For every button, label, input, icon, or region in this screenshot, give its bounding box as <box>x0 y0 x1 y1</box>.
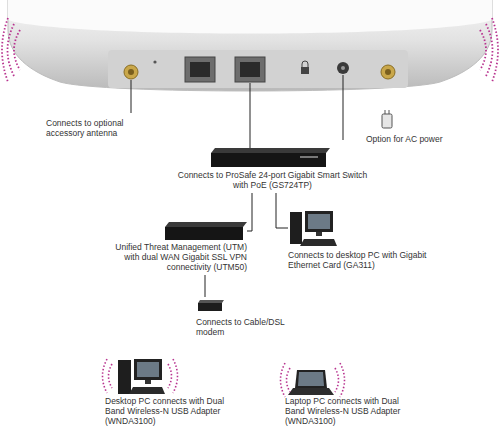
wifi-wave <box>103 359 108 393</box>
laptop-node: Laptop PC connects with Dual Band Wirele… <box>285 350 410 429</box>
switch-device <box>300 156 318 158</box>
wifi-waves <box>2 18 498 82</box>
wifi-wave <box>8 24 15 76</box>
pc-monitor <box>305 211 333 232</box>
ethernet-port <box>240 62 260 77</box>
cable-line <box>247 193 252 231</box>
pc-stand <box>316 232 322 236</box>
device-caption: Connects to ProSafe 24-port Gigabit Smar… <box>175 170 370 190</box>
modem-device <box>198 300 224 303</box>
utm-device <box>165 222 247 227</box>
desktop-pc-node: Connects to desktop PC with Gigabit Ethe… <box>288 206 428 273</box>
power-jack <box>337 62 349 74</box>
pc-screen <box>308 214 330 229</box>
pc-keyboard <box>129 387 165 394</box>
switch-device <box>211 153 326 167</box>
lock-slot <box>301 67 309 74</box>
power-note: Option for AC power <box>366 134 486 144</box>
device-caption: Connects to Cable/DSL modem <box>196 317 286 337</box>
wifi-wave <box>281 363 286 397</box>
ethernet-port <box>190 62 210 77</box>
pc-screen <box>137 362 159 377</box>
laptop-base <box>288 388 334 395</box>
antenna-connector <box>124 65 138 79</box>
antenna-connector <box>128 69 134 75</box>
wifi-wave <box>492 18 498 82</box>
leader-line <box>343 75 344 140</box>
wifi-wave <box>335 368 339 392</box>
plug-icon <box>385 110 386 114</box>
switch-device <box>211 148 330 153</box>
wifi-wave <box>173 359 178 393</box>
device-caption: Connects to desktop PC with Gigabit Ethe… <box>288 250 428 270</box>
wireless-desktop-node: Desktop PC connects with Dual Band Wirel… <box>105 350 230 429</box>
device-caption: Desktop PC connects with Dual Band Wirel… <box>105 396 230 426</box>
plug-icon <box>382 114 392 128</box>
plug-icon <box>389 110 390 114</box>
pc-monitor <box>134 359 162 380</box>
desktop-pc-icon <box>118 359 165 394</box>
ethernet-port <box>185 57 215 82</box>
wifi-wave <box>486 24 493 76</box>
leader-line <box>131 80 132 113</box>
cable-line <box>205 275 206 297</box>
wifi-wave <box>340 363 345 397</box>
cable-line <box>276 193 288 228</box>
desktop-pc-icon <box>290 211 337 246</box>
wifi-wave <box>14 30 20 70</box>
ethernet-port <box>235 57 265 82</box>
wifi-wave <box>2 18 8 82</box>
port-panel <box>108 50 408 88</box>
access-point-housing <box>8 0 492 91</box>
wifi-wave <box>480 30 486 70</box>
switch-node: Connects to ProSafe 24-port Gigabit Smar… <box>175 145 370 193</box>
utm-device <box>165 227 243 240</box>
power-jack <box>341 66 345 70</box>
reset-hole <box>153 60 156 63</box>
device-caption: Unified Threat Management (UTM) with dua… <box>105 242 247 272</box>
wifi-wave <box>287 368 291 392</box>
antenna-connector <box>381 65 395 79</box>
device-caption: Laptop PC connects with Dual Band Wirele… <box>285 396 410 426</box>
pc-tower <box>118 360 131 394</box>
laptop-screen <box>298 372 324 386</box>
pc-tower <box>290 212 302 244</box>
wifi-waves <box>103 359 345 397</box>
utm-node: Unified Threat Management (UTM) with dua… <box>105 220 247 275</box>
antenna-note: Connects to optional accessory antenna <box>46 118 132 138</box>
pc-stand <box>145 380 151 384</box>
pc-keyboard <box>300 239 337 246</box>
wifi-wave <box>168 364 172 388</box>
modem-node: Connects to Cable/DSL modem <box>196 297 286 340</box>
antenna-connector <box>385 69 391 75</box>
housing-top <box>8 0 492 34</box>
laptop-lid <box>295 370 327 388</box>
laptop-icon <box>288 370 334 395</box>
lock-slot <box>302 61 308 67</box>
modem-device <box>198 303 222 311</box>
cable-line <box>250 83 251 149</box>
wifi-wave <box>109 364 113 388</box>
